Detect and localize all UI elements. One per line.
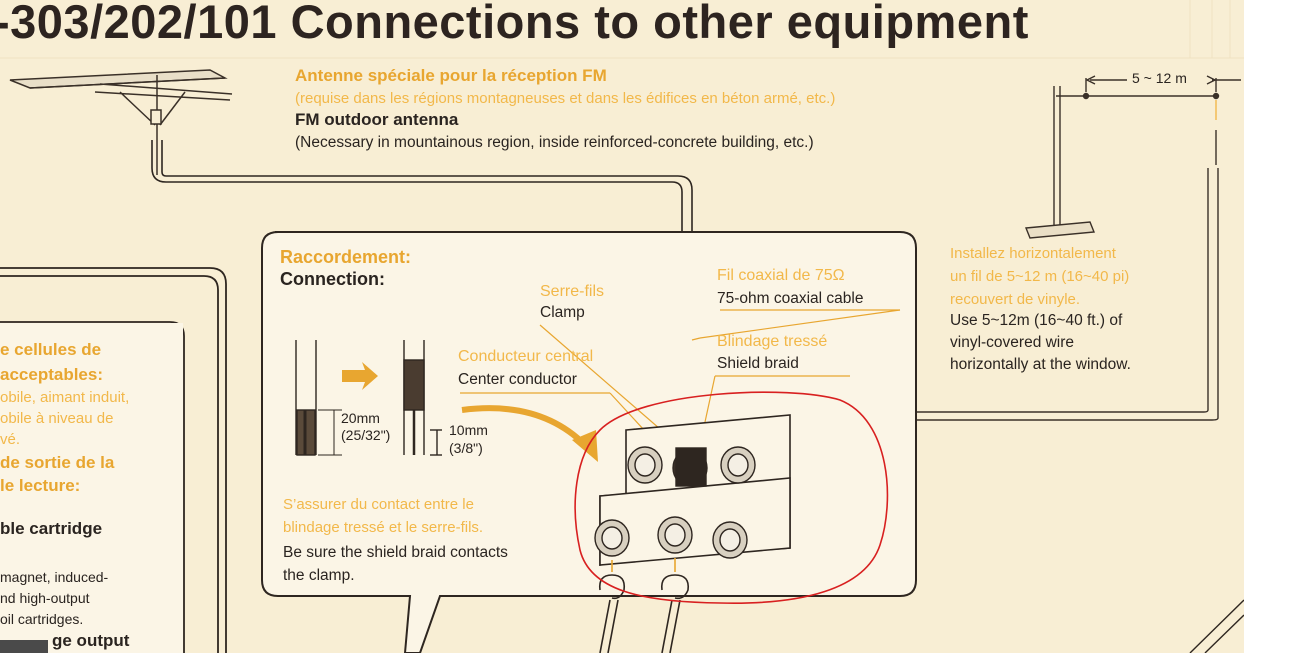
braid-en-label: Shield braid	[717, 355, 799, 372]
wire-note-en-line-1: Use 5~12m (16~40 ft.) of	[950, 312, 1123, 329]
cable-strip-before	[295, 340, 317, 456]
manual-scan: -303/202/101 Connections to other equipm…	[0, 0, 1244, 653]
page-title: -303/202/101 Connections to other equipm…	[0, 0, 1029, 48]
left-en-heading: ble cartridge	[0, 519, 103, 538]
wire-note-fr-line-3: recouvert de vinyle.	[950, 291, 1081, 308]
antenna-cable	[151, 140, 693, 432]
wiring-diagram	[0, 0, 1244, 653]
fm-antenna-en-sub: (Necessary in mountainous region, inside…	[295, 134, 814, 151]
wire-note-en-line-3: horizontally at the window.	[950, 356, 1131, 373]
dim-20mm-label: 20mm	[341, 410, 380, 426]
fm-antenna-fr-sub: (requise dans les régions montagneuses e…	[295, 90, 836, 107]
fm-antenna	[9, 69, 233, 175]
left-fr-line-3: obile, aimant induit,	[0, 389, 130, 406]
left-fr-line-2: acceptables:	[0, 365, 103, 384]
left-en-line-2: nd high-output	[0, 590, 90, 606]
left-en-line-3: oil cartridges.	[0, 611, 84, 627]
left-fr-line-4: obile à niveau de	[0, 410, 114, 427]
left-en-line-1: magnet, induced-	[0, 569, 109, 585]
left-fr2-line-2: le lecture:	[0, 476, 81, 495]
wire-note-en-line-2: vinyl-covered wire	[950, 334, 1075, 351]
ground-lugs	[598, 558, 690, 653]
left-fr-line-1: e cellules de	[0, 340, 102, 359]
cable-strip-after	[403, 340, 442, 456]
coax-fr-label: Fil coaxial de 75Ω	[717, 267, 845, 284]
right-corner-lines	[1189, 599, 1244, 653]
terminal-knobs	[594, 446, 756, 559]
braid-fr-label: Blindage tressé	[717, 333, 828, 350]
left-panel-dark-strip	[0, 640, 48, 653]
clamp-en-label: Clamp	[540, 304, 585, 321]
dimension-20mm	[318, 409, 342, 456]
yellow-arrow-right	[342, 362, 378, 390]
contact-note-fr-line-1: S’assurer du contact entre le	[283, 496, 474, 513]
wire-length-label: 5 ~ 12 m	[1132, 70, 1187, 86]
background-grid	[0, 0, 1244, 59]
center-conductor-en-label: Center conductor	[458, 371, 577, 388]
dim-10mm-label: 10mm	[449, 422, 488, 438]
red-annotation-circle	[574, 391, 889, 604]
contact-note-fr-line-2: blindage tressé et le serre-fils.	[283, 519, 484, 536]
clamp-fr-label: Serre-fils	[540, 283, 605, 300]
page-margin	[1244, 0, 1291, 653]
left-fr-line-5: vé.	[0, 431, 21, 448]
contact-note-en-line-2: the clamp.	[283, 567, 355, 584]
coax-en-label: 75-ohm coaxial cable	[717, 290, 864, 307]
left-panel-fill	[0, 323, 183, 653]
connection-fr-heading: Raccordement:	[280, 247, 412, 267]
center-conductor-fr-label: Conducteur central	[458, 348, 594, 365]
left-fr2-line-1: de sortie de la	[0, 453, 115, 472]
wire-note-fr-line-1: Installez horizontalement	[950, 245, 1116, 262]
wire-note-fr-line-2: un fil de 5~12 m (16~40 pi)	[950, 268, 1130, 285]
yellow-arrow-curved	[461, 405, 598, 462]
dim-10mm-inch-label: (3/8")	[449, 440, 483, 456]
fm-antenna-en-title: FM outdoor antenna	[295, 110, 459, 129]
contact-note-en-line-1: Be sure the shield braid contacts	[283, 544, 508, 561]
connection-en-heading: Connection:	[280, 269, 385, 289]
dim-20mm-inch-label: (25/32")	[341, 427, 391, 443]
fm-antenna-fr-title: Antenne spéciale pour la réception FM	[295, 66, 607, 85]
left-en-tail: ge output	[52, 631, 130, 650]
